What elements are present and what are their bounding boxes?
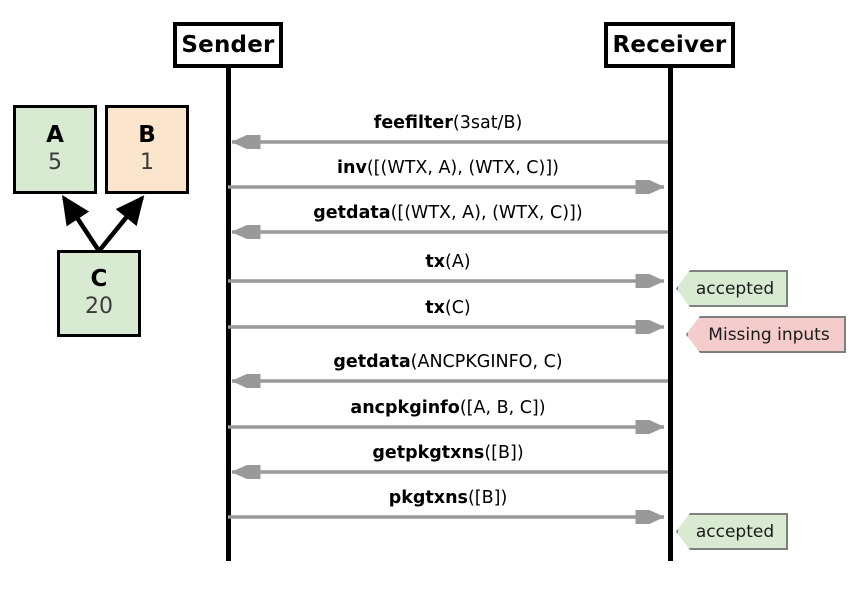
status-badge[interactable]: accepted bbox=[676, 270, 788, 307]
message-row[interactable]: ancpkginfo([A, B, C]) bbox=[228, 388, 668, 434]
participant-receiver-label: Receiver bbox=[612, 32, 727, 58]
message-row[interactable]: feefilter(3sat/B) bbox=[228, 103, 668, 149]
message-args: ([B]) bbox=[467, 487, 508, 508]
participant-receiver[interactable]: Receiver bbox=[604, 22, 735, 68]
lifeline-receiver bbox=[668, 68, 673, 561]
message-name: getpkgtxns bbox=[372, 442, 485, 463]
status-badge[interactable]: Missing inputs bbox=[686, 316, 846, 353]
message-args: (3sat/B) bbox=[452, 112, 523, 133]
message-row[interactable]: getdata(ANCPKGINFO, C) bbox=[228, 342, 668, 388]
message-label: feefilter(3sat/B) bbox=[228, 112, 668, 133]
message-arrow-left bbox=[228, 135, 668, 149]
tx-node-c[interactable]: C 20 bbox=[57, 250, 141, 337]
tx-node-c-label: C bbox=[90, 266, 108, 293]
message-row[interactable]: tx(A) bbox=[228, 242, 668, 288]
message-args: ([(WTX, A), (WTX, C)]) bbox=[366, 157, 560, 178]
message-args: ([B]) bbox=[484, 442, 524, 463]
message-name: getdata bbox=[333, 351, 411, 372]
message-name: pkgtxns bbox=[388, 487, 468, 508]
message-row[interactable]: getpkgtxns([B]) bbox=[228, 433, 668, 479]
participant-sender-label: Sender bbox=[181, 32, 275, 58]
tx-node-b[interactable]: B 1 bbox=[105, 105, 189, 194]
tx-node-b-value: 1 bbox=[140, 150, 154, 176]
tx-edge-c-to-b bbox=[97, 195, 145, 253]
tx-node-a-value: 5 bbox=[48, 150, 62, 176]
message-arrow-left bbox=[228, 374, 668, 388]
tx-dependency-arrows bbox=[62, 194, 145, 253]
message-row[interactable]: inv([(WTX, A), (WTX, C)]) bbox=[228, 148, 668, 194]
message-name: feefilter bbox=[373, 112, 453, 133]
tx-node-a-label: A bbox=[46, 122, 64, 149]
message-label: inv([(WTX, A), (WTX, C)]) bbox=[228, 157, 668, 178]
message-label: tx(A) bbox=[228, 251, 668, 272]
participant-sender[interactable]: Sender bbox=[173, 22, 283, 68]
message-args: (ANCPKGINFO, C) bbox=[410, 351, 563, 372]
status-badge-label: accepted bbox=[695, 278, 775, 299]
tx-node-c-value: 20 bbox=[85, 294, 113, 320]
status-badge-label: Missing inputs bbox=[708, 324, 830, 345]
message-args: (A) bbox=[445, 251, 471, 272]
message-row[interactable]: pkgtxns([B]) bbox=[228, 478, 668, 524]
message-label: ancpkginfo([A, B, C]) bbox=[228, 397, 668, 418]
message-label: getdata([(WTX, A), (WTX, C)]) bbox=[228, 202, 668, 223]
message-name: tx bbox=[425, 297, 445, 318]
message-label: pkgtxns([B]) bbox=[228, 487, 668, 508]
message-args: ([A, B, C]) bbox=[459, 397, 546, 418]
status-badge-label: accepted bbox=[695, 521, 775, 542]
message-arrow-left bbox=[228, 465, 668, 479]
message-label: getpkgtxns([B]) bbox=[228, 442, 668, 463]
message-name: tx bbox=[425, 251, 445, 272]
message-label: tx(C) bbox=[228, 297, 668, 318]
message-row[interactable]: getdata([(WTX, A), (WTX, C)]) bbox=[228, 193, 668, 239]
message-label: getdata(ANCPKGINFO, C) bbox=[228, 351, 668, 372]
message-row[interactable]: tx(C) bbox=[228, 288, 668, 334]
message-arrow-right bbox=[228, 420, 668, 434]
message-arrow-left bbox=[228, 225, 668, 239]
message-args: ([(WTX, A), (WTX, C)]) bbox=[390, 202, 583, 223]
tx-node-a[interactable]: A 5 bbox=[13, 105, 97, 194]
status-badge[interactable]: accepted bbox=[676, 513, 788, 550]
tx-node-b-label: B bbox=[138, 122, 156, 149]
message-name: inv bbox=[336, 157, 367, 178]
message-arrow-right bbox=[228, 180, 668, 194]
message-arrow-right bbox=[228, 274, 668, 288]
lifeline-sender bbox=[226, 68, 231, 561]
message-name: ancpkginfo bbox=[350, 397, 460, 418]
message-args: (C) bbox=[444, 297, 471, 318]
tx-edge-c-to-a bbox=[62, 194, 101, 253]
message-arrow-right bbox=[228, 510, 668, 524]
message-arrow-right bbox=[228, 320, 668, 334]
message-name: getdata bbox=[313, 202, 391, 223]
